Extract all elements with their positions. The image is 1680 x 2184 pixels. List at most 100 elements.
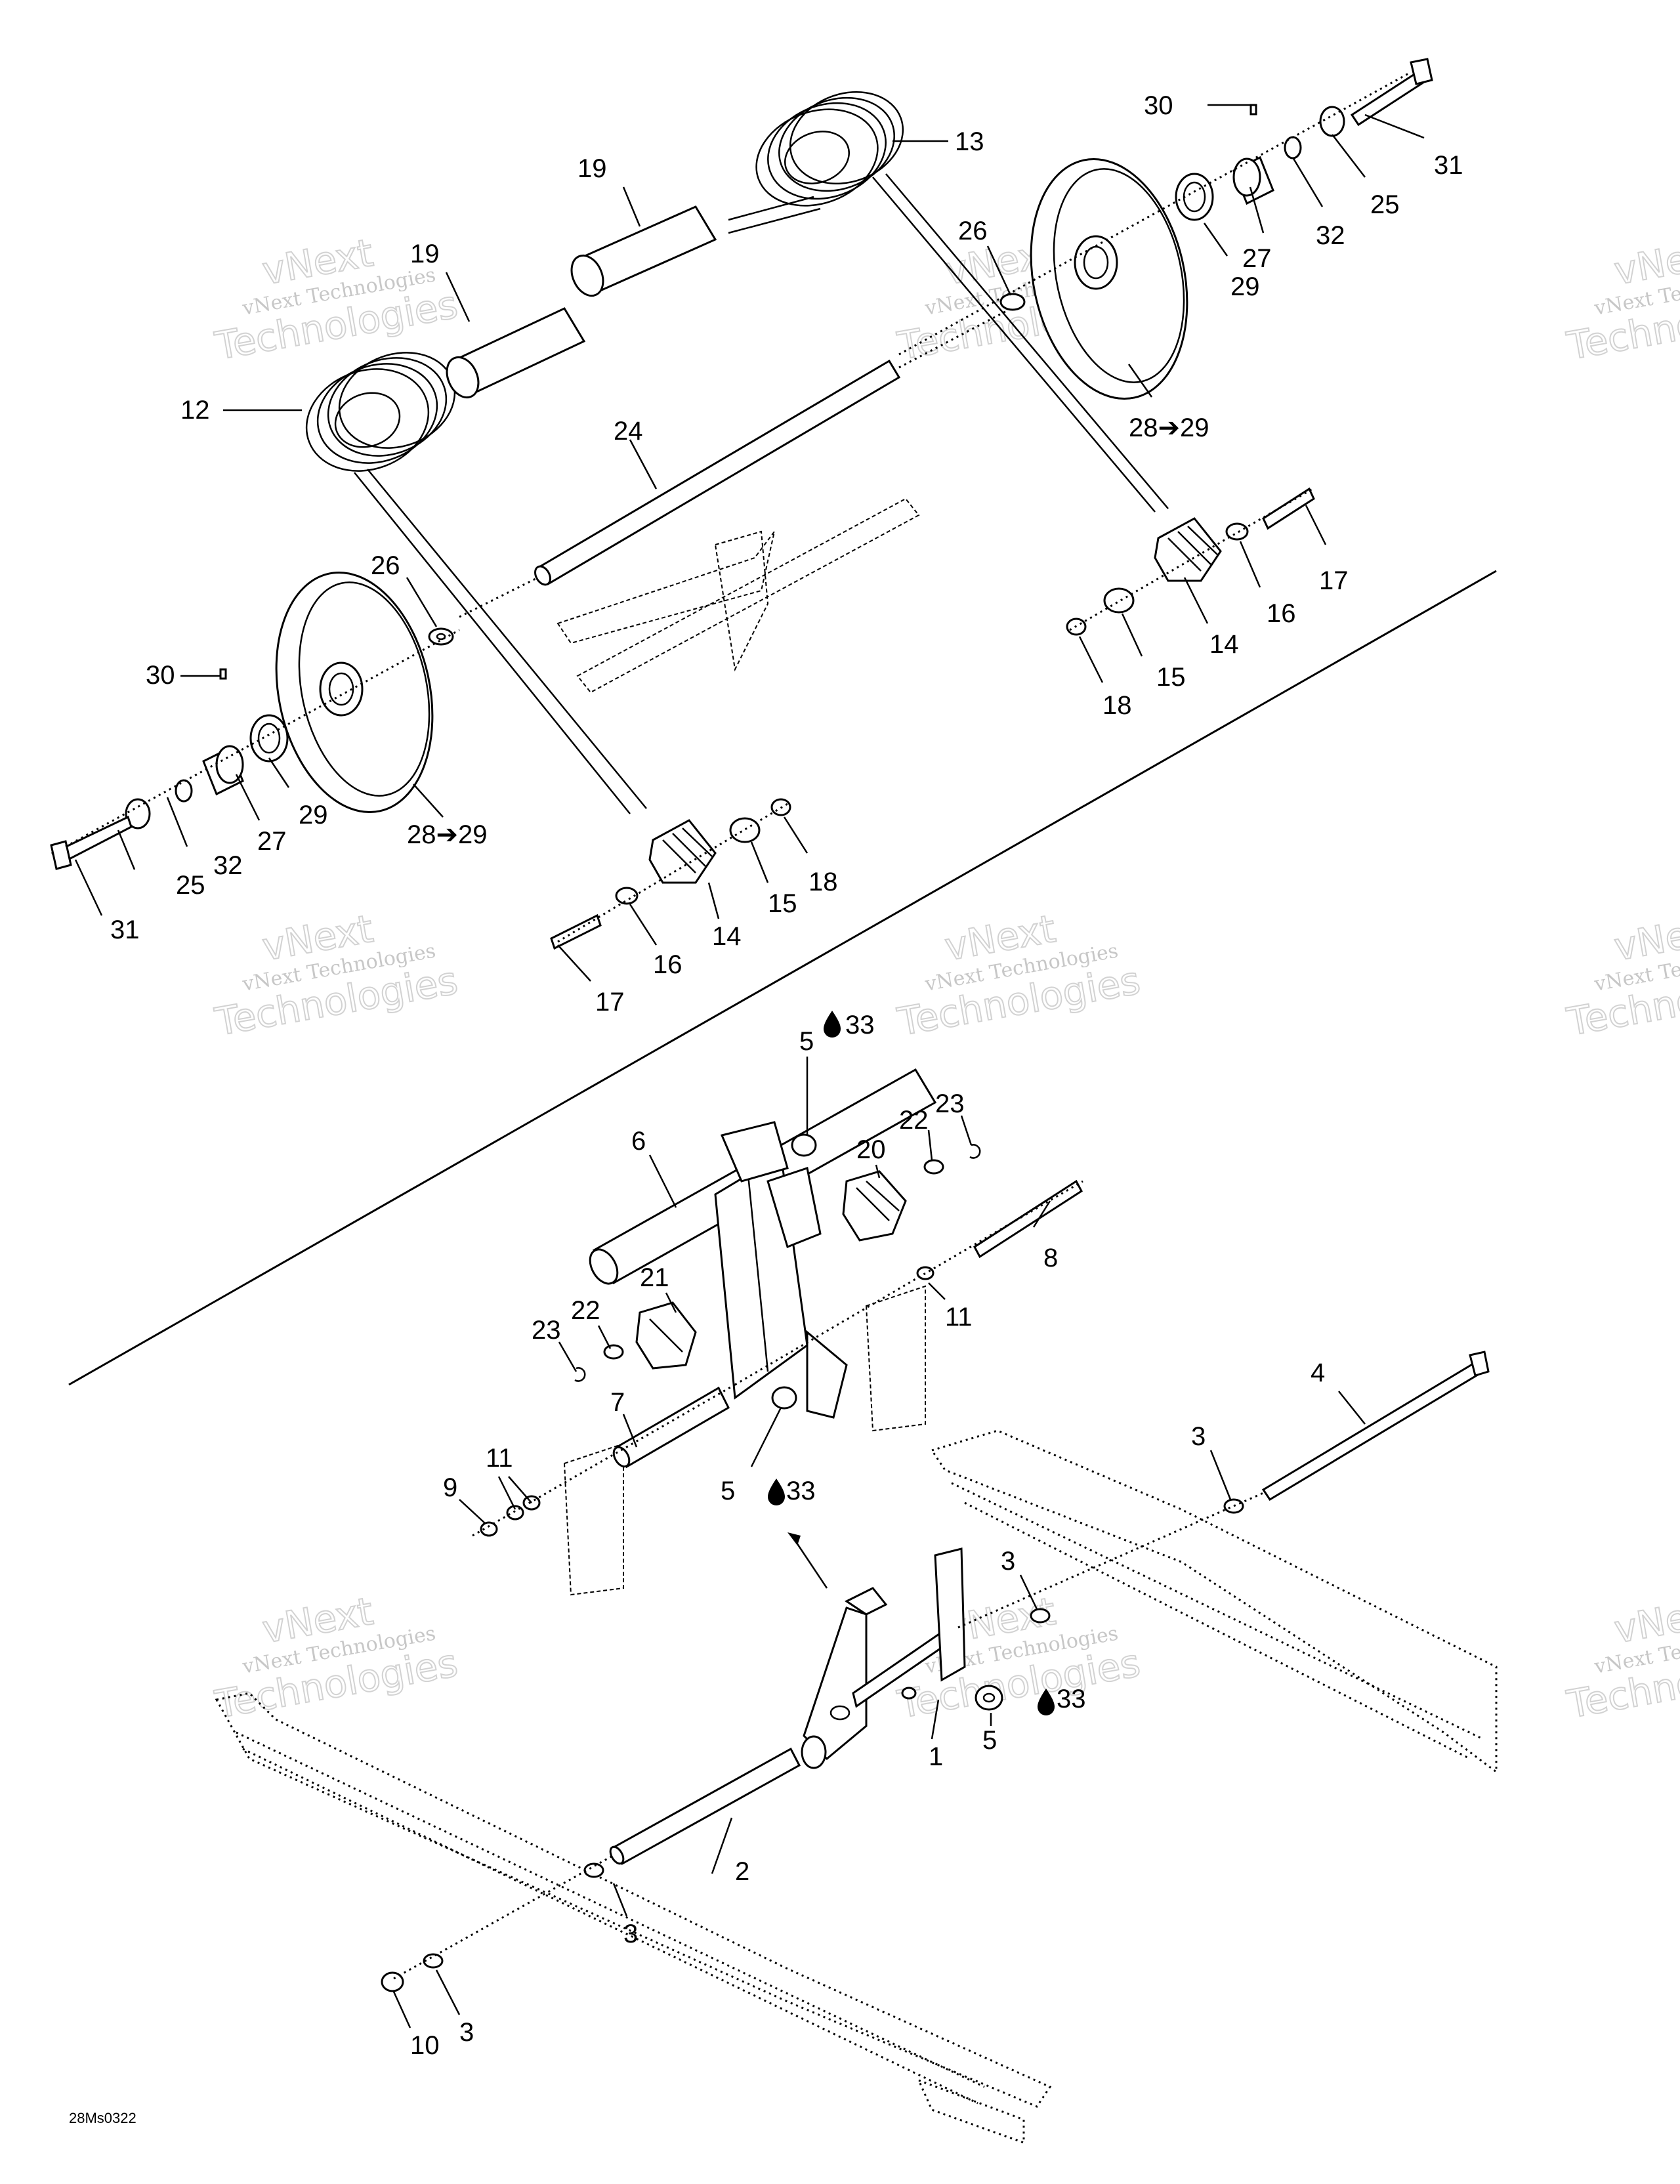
hub-left-parts [50, 627, 460, 870]
wheel-28-right [1030, 158, 1188, 400]
callout-28: 28➔29 [1129, 413, 1209, 442]
pivot-left-parts [550, 798, 791, 950]
callout-18: 18 [1102, 691, 1132, 720]
arm-frame [714, 1121, 848, 1419]
axle-2 [609, 1747, 801, 1866]
drop-icon [1038, 1689, 1055, 1715]
callout-17: 17 [595, 988, 625, 1017]
callout-3: 3 [623, 1920, 638, 1948]
lower-assembly [215, 1351, 1498, 2145]
callout-26: 26 [371, 551, 400, 580]
upper-assembly [50, 58, 1433, 950]
callout-2: 2 [735, 1857, 749, 1886]
nut-9 [480, 1521, 498, 1537]
bushing-5-upper [791, 1133, 817, 1157]
watermarks: vNext vNext Technologies Technologies vN… [211, 230, 1680, 1728]
rod-24 [459, 301, 1024, 618]
axle-4 [1261, 1351, 1490, 1502]
pivot-frame-1 [801, 1547, 966, 1769]
wheel-28-left [275, 571, 434, 814]
direction-arrow [788, 1532, 801, 1545]
drop-icon [824, 1011, 841, 1038]
fitting-30-right [1250, 104, 1257, 116]
callout-5: 5 [982, 1726, 997, 1755]
callout-28: 28➔29 [407, 820, 488, 849]
bolt-17-right [1262, 487, 1315, 530]
spring-13 [728, 91, 1169, 513]
block-14-left [648, 819, 717, 884]
callout-8: 8 [1043, 1244, 1058, 1272]
washer-3-mid [1030, 1608, 1051, 1624]
callout-29: 29 [299, 801, 328, 830]
diagram-code: 28Ms0322 [69, 2110, 136, 2126]
bolt-17-left [550, 914, 602, 950]
bushing-5-lower-frame [975, 1685, 1003, 1711]
callout-29: 29 [1230, 272, 1260, 301]
pad-20 [842, 1170, 907, 1242]
frame-ghost [556, 497, 920, 694]
pin-8 [973, 1179, 1083, 1259]
callout-6: 6 [631, 1127, 646, 1156]
drop-icon [768, 1479, 785, 1505]
washer-lower-frame [901, 1687, 917, 1700]
washer-16-right [1225, 522, 1249, 541]
clip-23-right [969, 1144, 981, 1159]
callout-25: 25 [176, 871, 205, 900]
washer-26-left [428, 627, 454, 646]
callout-4: 4 [1311, 1358, 1325, 1387]
callout-31: 31 [110, 915, 140, 944]
washer-3-lower [423, 1953, 444, 1969]
bushing-25-left [125, 798, 151, 830]
callout-33: 33 [1057, 1685, 1086, 1713]
callout-18: 18 [808, 868, 838, 896]
spring-12 [305, 352, 647, 814]
callout-5: 5 [799, 1027, 814, 1056]
callout-15: 15 [1156, 663, 1186, 692]
callout-26: 26 [958, 217, 988, 245]
callout-27: 27 [1242, 244, 1272, 273]
tube-19-upper [570, 205, 717, 297]
section-divider [68, 570, 1497, 1386]
washer-16-left [615, 887, 639, 905]
middle-assembly [472, 1068, 1083, 1596]
bushing-5-lower [771, 1386, 797, 1410]
callout-9: 9 [443, 1473, 457, 1502]
callout-31: 31 [1434, 151, 1463, 180]
callout-23: 23 [935, 1089, 965, 1118]
callout-30: 30 [1144, 91, 1173, 120]
callout-14: 14 [1209, 630, 1239, 659]
bearing-29-right [1175, 173, 1214, 221]
callout-3: 3 [459, 2018, 474, 2047]
callout-19: 19 [578, 154, 607, 183]
hub-right-parts [898, 58, 1433, 356]
callout-5: 5 [721, 1477, 735, 1505]
callout-7: 7 [610, 1388, 625, 1417]
bushing-15-right [1103, 587, 1135, 614]
callout-16: 16 [653, 950, 682, 979]
washer-22-right [923, 1159, 944, 1175]
callout-22: 22 [571, 1296, 600, 1325]
washer-22-left [603, 1344, 624, 1360]
callout-11: 11 [945, 1303, 973, 1332]
bracket-right-ghost [563, 1285, 926, 1596]
callout-16: 16 [1267, 599, 1296, 628]
washer-3-left [583, 1862, 604, 1878]
callout-27: 27 [257, 827, 287, 856]
washer-32-left [175, 779, 193, 803]
block-14-right [1154, 517, 1222, 582]
callout-24: 24 [614, 417, 643, 446]
rail-right-ghost [930, 1429, 1498, 1774]
callout-30: 30 [146, 661, 175, 690]
callout-1: 1 [929, 1742, 943, 1771]
callout-13: 13 [955, 127, 984, 156]
pad-21 [635, 1301, 697, 1370]
callout-21: 21 [640, 1263, 669, 1292]
pivot-right-parts [1066, 487, 1315, 636]
bearing-29-left [249, 714, 289, 763]
bushing-15-left [729, 817, 761, 843]
callout-23: 23 [532, 1316, 561, 1345]
callout-labels: 13 12 30 30 19 19 24 26 26 28➔29 28➔29 3… [110, 91, 1463, 2060]
callout-32: 32 [1316, 221, 1345, 250]
callout-11: 11 [486, 1444, 513, 1473]
